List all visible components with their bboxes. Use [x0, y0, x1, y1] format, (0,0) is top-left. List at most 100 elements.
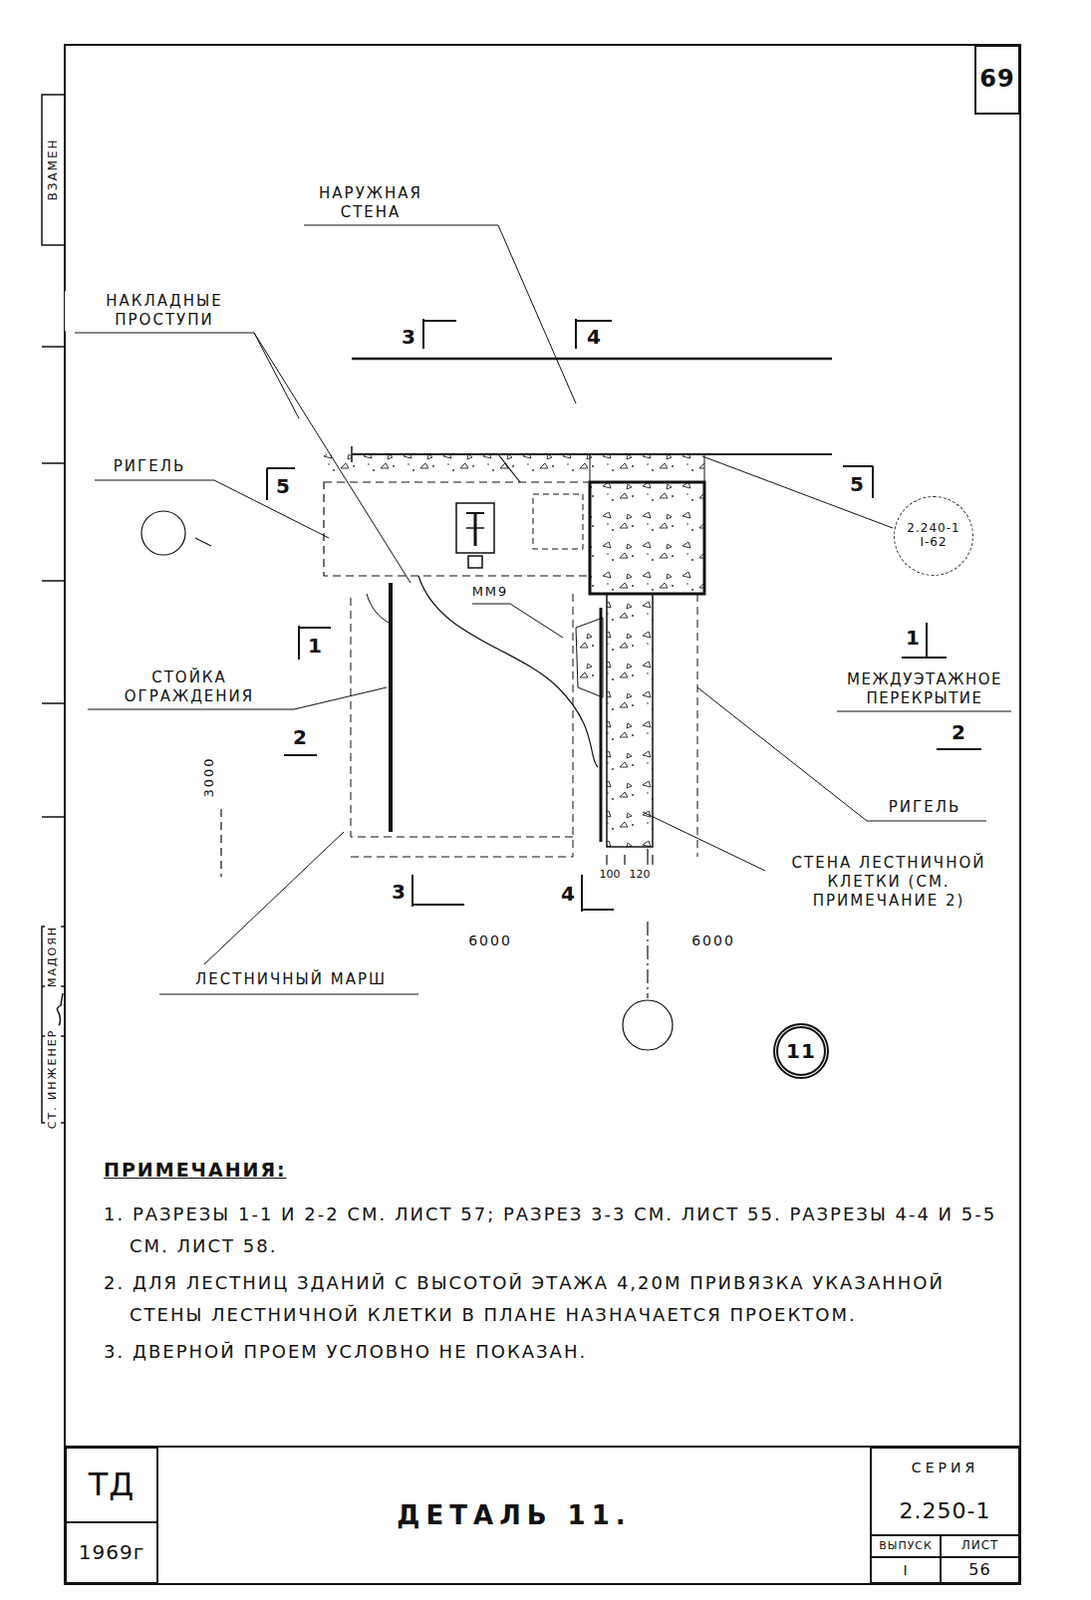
section-number: 3	[388, 878, 409, 906]
axes-and-dimensions	[605, 854, 607, 865]
axes-and-dimensions	[622, 1000, 673, 1051]
dimension: 6000	[688, 931, 739, 952]
structure	[323, 454, 590, 483]
sheet-number-box: 69	[974, 44, 1021, 115]
part-label: СТОЙКА ОГРАЖДЕНИЯ	[84, 667, 294, 708]
structure	[589, 482, 705, 594]
node-text: ЛИСТ	[941, 1536, 1019, 1559]
axes-and-dimensions	[623, 854, 625, 865]
structure	[474, 513, 478, 546]
structure	[323, 358, 832, 857]
part-label: НАКЛАДНЫЕ ПРОСТУПИ	[64, 290, 265, 331]
structure	[575, 617, 603, 698]
node-text: ТД	[66, 1448, 157, 1524]
series-cell: СЕРИЯ2.250-1	[869, 1446, 1021, 1537]
structure	[351, 357, 832, 361]
structure	[533, 494, 583, 549]
leader-lines	[159, 831, 419, 995]
structure	[589, 454, 705, 483]
detail-callout: 11	[773, 1023, 829, 1080]
node-text: 69	[976, 46, 1019, 113]
section-number: 5	[846, 471, 867, 499]
section-number: 2	[948, 719, 969, 747]
structure	[572, 593, 698, 857]
section-marks	[842, 466, 873, 499]
sheet-frame	[41, 702, 65, 705]
part-label: РИГЕЛЬ	[110, 456, 189, 478]
structure	[466, 527, 485, 530]
axes-and-dimensions	[651, 854, 653, 865]
axes-and-dimensions	[646, 848, 648, 865]
section-number: 1	[902, 624, 923, 652]
leader-lines	[472, 603, 563, 638]
part-label: НАРУЖНАЯ СТЕНА	[285, 183, 456, 224]
dimension: 3000	[200, 753, 219, 801]
structure	[323, 482, 590, 576]
sheet-frame	[64, 44, 1021, 1585]
node-text: 2.250-1	[871, 1486, 1019, 1535]
section-marks	[298, 625, 331, 660]
leader-lines	[702, 456, 893, 529]
issue-cell: ВЫПУСКI	[869, 1534, 942, 1585]
section-number: 1	[304, 632, 325, 660]
structure	[468, 555, 483, 568]
section-number: 2	[289, 724, 310, 752]
dimension: 120	[628, 866, 652, 883]
part-label: РИГЕЛЬ	[885, 797, 964, 819]
stamp-field: ВЗАМЕН	[44, 134, 62, 204]
part-label: ЛЕСТНИЧНЫЙ МАРШ	[192, 969, 390, 991]
section-marks	[267, 468, 295, 501]
axes-and-dimensions	[141, 511, 673, 1051]
node-text: ВЫПУСК	[871, 1536, 940, 1559]
sheet-frame	[41, 816, 65, 819]
sheet-title: ДЕТАЛЬ 11.	[396, 1500, 631, 1531]
stamp-field: СТ. ИНЖЕНЕР	[44, 1026, 61, 1133]
leader-lines	[303, 225, 576, 404]
leader-lines	[74, 225, 1012, 995]
axes-and-dimensions	[646, 921, 648, 999]
structure	[456, 503, 495, 553]
node-text: 1969г	[66, 1523, 157, 1583]
node-text: 11	[778, 1028, 824, 1075]
section-marks	[423, 318, 457, 349]
node-text: I	[871, 1558, 940, 1583]
section-marks	[412, 874, 465, 907]
part-label: СТЕНА ЛЕСТНИЧНОЙ КЛЕТКИ (СМ. ПРИМЕЧАНИЕ …	[769, 852, 1009, 911]
dimension: 100	[598, 866, 622, 883]
section-marks	[901, 622, 947, 658]
leader-lines	[836, 711, 1012, 713]
leader-lines	[642, 812, 766, 871]
node-text: 56	[941, 1558, 1019, 1583]
sheet-frame	[41, 44, 1021, 1585]
section-number: 4	[557, 880, 578, 908]
note-text: 2. ДЛЯ ЛЕСТНИЦ ЗДАНИЙ С ВЫСОТОЙ ЭТАЖА 4,…	[103, 1267, 1013, 1331]
section-number: 4	[583, 323, 604, 351]
section-marks	[936, 748, 982, 751]
dimension: 6000	[465, 931, 516, 952]
node-text: СЕРИЯ	[871, 1448, 1019, 1487]
notes-heading: ПРИМЕЧАНИЯ:	[103, 1153, 1013, 1187]
sheet-cell: ЛИСТ56	[939, 1534, 1021, 1585]
part-label: МЕЖДУЭТАЖНОЕ ПЕРЕКРЫТИЕ	[833, 669, 1016, 710]
title-cell: ТД1969г	[64, 1446, 159, 1585]
note-text: 3. ДВЕРНОЙ ПРОЕМ УСЛОВНО НЕ ПОКАЗАН.	[103, 1336, 1013, 1368]
structure	[606, 593, 653, 847]
section-marks	[283, 754, 317, 757]
sheet-frame	[41, 94, 65, 246]
leader-lines	[74, 332, 411, 583]
structure	[350, 597, 573, 857]
sheet-frame	[41, 345, 65, 348]
section-number: 3	[398, 323, 419, 351]
structure	[366, 593, 391, 624]
part-mark: ММ9	[469, 582, 513, 601]
sheet-frame	[41, 579, 65, 582]
leader-lines	[94, 480, 329, 539]
note-text: 1. РАЗРЕЗЫ 1-1 И 2-2 СМ. ЛИСТ 57; РАЗРЕЗ…	[103, 1198, 1013, 1262]
section-number: 5	[272, 473, 293, 501]
reference-circle: 2.240-1 I-62	[893, 496, 974, 576]
structure	[418, 575, 598, 768]
axes-and-dimensions	[195, 538, 212, 546]
notes-block: ПРИМЕЧАНИЯ: 1. РАЗРЕЗЫ 1-1 И 2-2 СМ. ЛИСТ…	[103, 1153, 1013, 1374]
axes-and-dimensions	[141, 511, 186, 555]
